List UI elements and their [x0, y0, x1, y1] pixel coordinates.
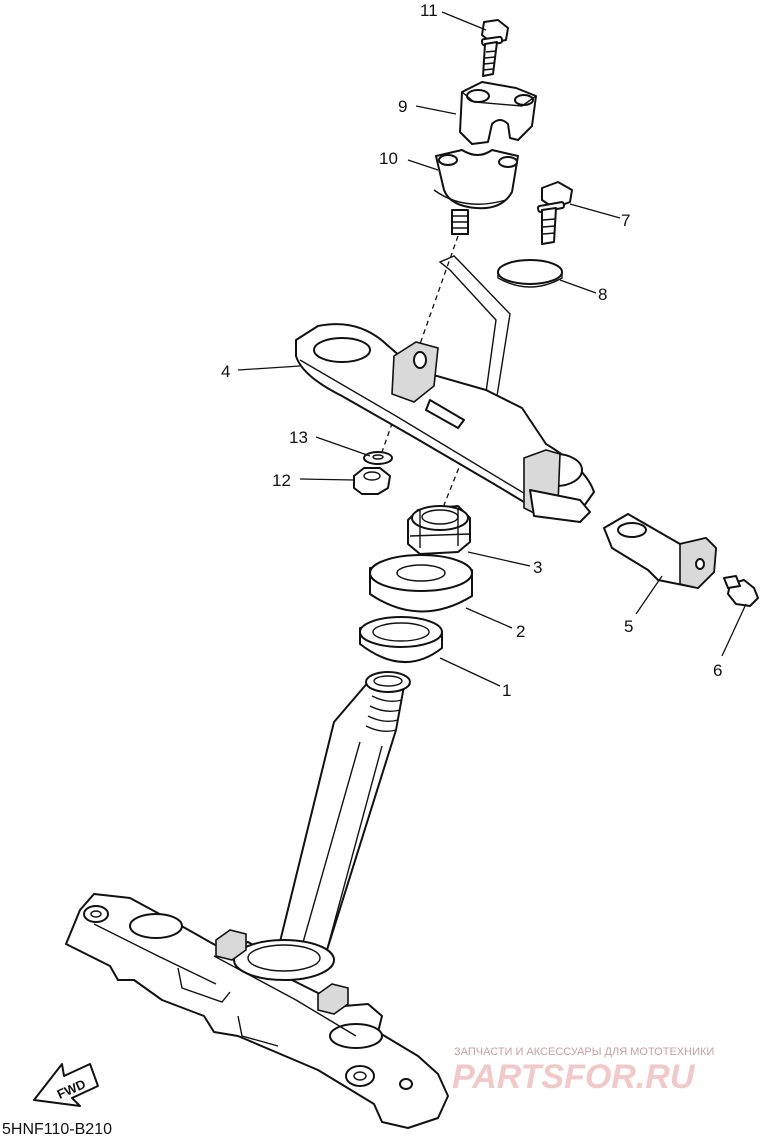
part-13-washer: [363, 451, 393, 465]
part-3-ring-nut: [407, 505, 471, 555]
part-9-upper-holder: [459, 81, 537, 145]
callout-6: 6: [713, 661, 722, 680]
steering-stem: [275, 671, 411, 969]
under-bracket: [65, 893, 449, 1129]
callout-7: 7: [621, 211, 630, 230]
callout-11: 11: [420, 1, 438, 20]
leader-lines: [237, 11, 747, 687]
part-12-nut: [353, 467, 391, 495]
callout-9: 9: [398, 97, 407, 116]
part-5-bracket: [603, 513, 717, 589]
part-8-washer: [497, 259, 563, 288]
callout-labels: 11 9 10 7 8 4 13 12 3 2 1 5 6: [221, 1, 722, 700]
forward-arrow: FWD: [33, 1063, 99, 1107]
watermark-brand: PARTSFOR.RU: [452, 1058, 696, 1096]
callout-2: 2: [516, 622, 525, 641]
diagram-code: 5HNF110-B210: [2, 1121, 112, 1137]
callout-4: 4: [221, 362, 230, 381]
callout-13: 13: [289, 428, 308, 447]
callout-8: 8: [598, 285, 607, 304]
part-6-bolt: [723, 575, 759, 607]
callout-12: 12: [272, 471, 291, 490]
part-2-seal: [369, 554, 473, 613]
callout-5: 5: [624, 617, 633, 636]
callout-1: 1: [502, 681, 511, 700]
callout-3: 3: [533, 558, 542, 577]
part-10-lower-holder: [433, 149, 519, 235]
part-11-bolt: [480, 19, 509, 77]
part-7-bolt: [536, 181, 573, 245]
callout-10: 10: [379, 149, 398, 168]
watermark-tagline: ЗАПЧАСТИ И АКСЕССУАРЫ ДЛЯ МОТОТЕХНИКИ: [454, 1046, 714, 1058]
part-4-upper-bracket: [295, 323, 595, 523]
watermark: ЗАПЧАСТИ И АКСЕССУАРЫ ДЛЯ МОТОТЕХНИКИ PA…: [452, 1046, 714, 1096]
part-1-bearing: [359, 616, 443, 663]
